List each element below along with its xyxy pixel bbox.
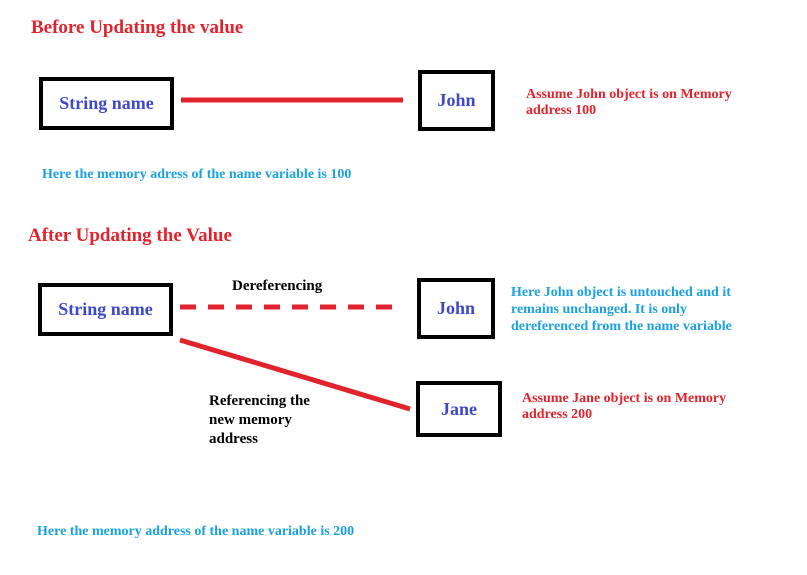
john-untouched-note: Here John object is untouched and it rem…	[511, 284, 732, 335]
dereferencing-label: Dereferencing	[232, 278, 323, 294]
after-footer: Here the memory address of the name vari…	[37, 524, 355, 539]
john-untouched-note-line3: dereferenced from the name variable	[511, 319, 732, 334]
after-variable-label: String name	[58, 299, 153, 319]
referencing-label: Referencing the new memory address	[209, 392, 310, 449]
after-john-box: John	[417, 278, 495, 339]
jane-note-line1: Assume Jane object is on Memory	[522, 391, 727, 406]
before-heading: Before Updating the value	[31, 17, 244, 38]
after-variable-box: String name	[38, 283, 173, 336]
after-john-label: John	[436, 298, 476, 318]
john-untouched-note-line1: Here John object is untouched and it	[511, 285, 731, 300]
new-reference-line	[179, 337, 411, 412]
john-untouched-note-line2: remains unchanged. It is only	[511, 302, 687, 317]
before-john-box: John	[418, 70, 495, 131]
referencing-label-line1: Referencing the	[209, 393, 310, 409]
before-footer: Here the memory adress of the name varia…	[42, 167, 352, 182]
before-variable-box: String name	[39, 77, 174, 130]
before-john-note: Assume John object is on Memory address …	[526, 87, 732, 119]
after-jane-box: Jane	[416, 381, 502, 437]
before-john-note-line1: Assume John object is on Memory	[526, 87, 732, 102]
referencing-label-line2: new memory	[209, 412, 292, 428]
before-variable-label: String name	[59, 93, 154, 113]
referencing-label-line3: address	[209, 431, 258, 447]
after-heading: After Updating the Value	[28, 225, 232, 246]
jane-note: Assume Jane object is on Memory address …	[522, 391, 726, 423]
before-john-note-line2: address 100	[526, 103, 597, 118]
after-jane-label: Jane	[441, 398, 477, 419]
jane-note-line2: address 200	[522, 407, 593, 422]
before-john-label: John	[437, 90, 476, 110]
